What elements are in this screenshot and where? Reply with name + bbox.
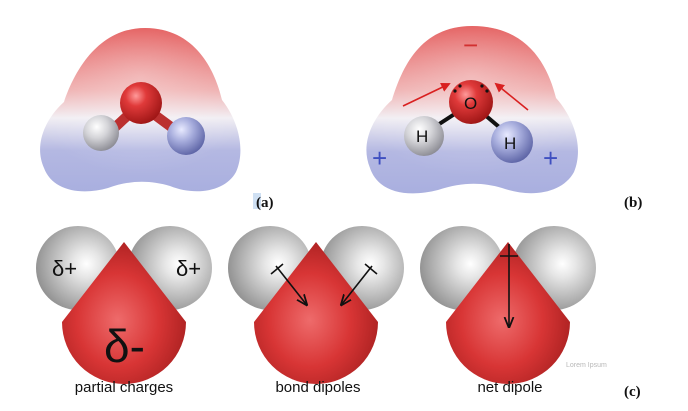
- caption-bond-dipoles: bond dipoles: [275, 379, 360, 396]
- credit-text: Lorem Ipsum: [566, 362, 607, 369]
- delta-plus-right: δ+: [176, 256, 201, 281]
- panel-c: δ+ δ+ δ- partial charges bond dipoles ne…: [36, 226, 641, 400]
- hydrogen-atom-left: [83, 115, 119, 151]
- delta-minus: δ-: [104, 320, 145, 372]
- positive-sign-left: +: [372, 143, 387, 173]
- panel-b: O H H − + + (b): [366, 26, 642, 211]
- molecule-net-dipole: net dipole: [420, 226, 596, 396]
- panel-a-label: (a): [256, 195, 274, 211]
- caption-net-dipole: net dipole: [477, 379, 542, 396]
- molecule-partial-charges: δ+ δ+ δ- partial charges: [36, 226, 212, 396]
- oxygen-atom: [120, 82, 162, 124]
- panel-b-label: (b): [624, 195, 642, 211]
- positive-sign-right: +: [543, 143, 558, 173]
- negative-sign: −: [463, 30, 478, 60]
- caption-partial-charges: partial charges: [75, 379, 173, 396]
- oxygen-symbol: O: [464, 94, 477, 113]
- molecule-bond-dipoles: bond dipoles: [228, 226, 404, 396]
- delta-plus-left: δ+: [52, 256, 77, 281]
- panel-c-label: (c): [624, 384, 641, 400]
- hydrogen-atom-right: [167, 117, 205, 155]
- hydrogen-symbol-left: H: [416, 127, 428, 146]
- hydrogen-symbol-right: H: [504, 134, 516, 153]
- panel-a: (a): [40, 28, 273, 211]
